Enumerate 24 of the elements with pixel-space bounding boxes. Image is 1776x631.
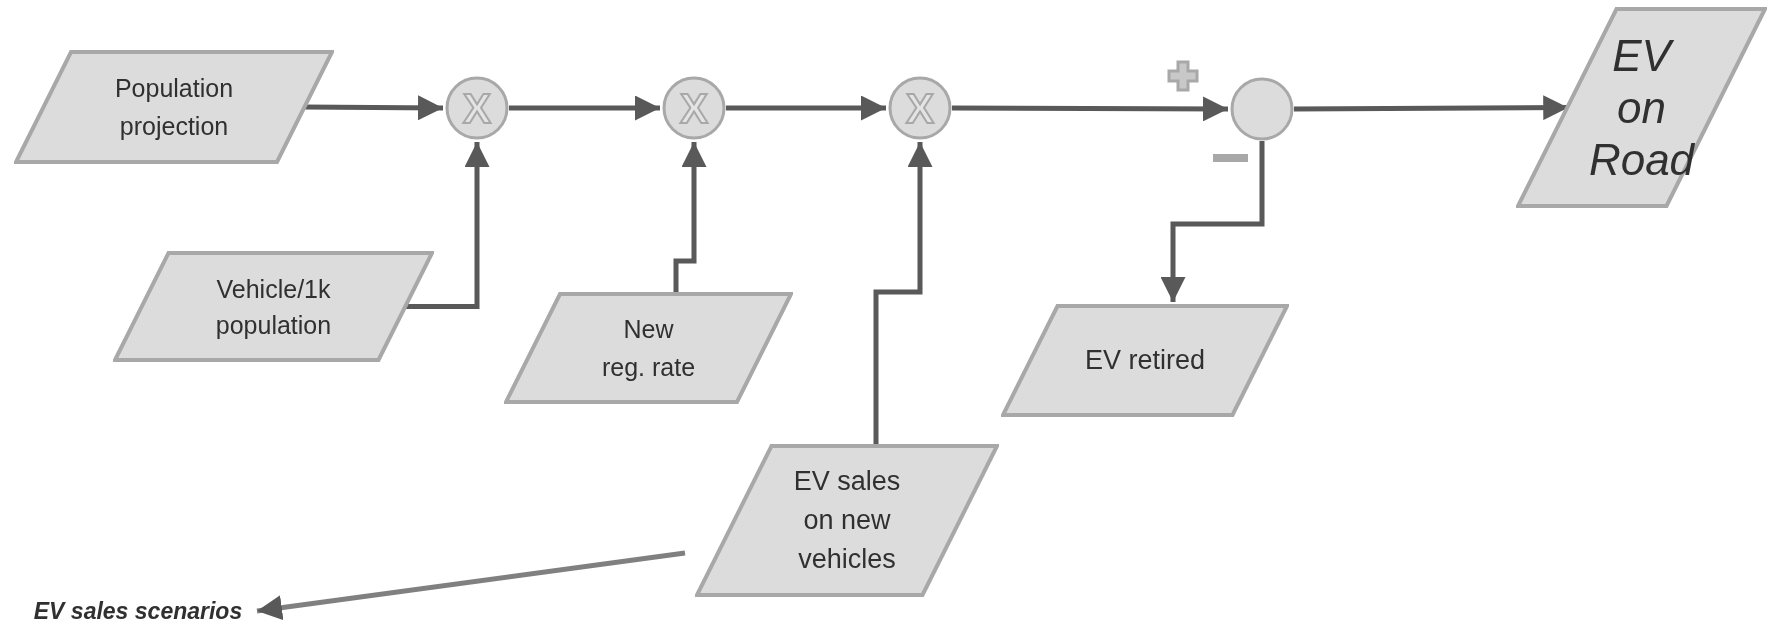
node-label: EV sales scenarios — [33, 596, 243, 626]
data-parallelogram — [14, 50, 334, 164]
operator-circle — [1230, 77, 1294, 141]
operator-circle — [662, 76, 726, 140]
node-label: New reg. rate — [600, 314, 697, 383]
operator-circle — [888, 76, 952, 140]
arrow — [873, 142, 933, 444]
operator-circle — [445, 76, 509, 140]
data-parallelogram — [113, 251, 434, 362]
arrow — [256, 550, 686, 621]
data-parallelogram — [695, 444, 999, 597]
data-parallelogram — [504, 292, 793, 404]
arrow — [509, 95, 660, 121]
node-label: EV sales on new vehicles — [792, 465, 902, 576]
arrow — [673, 142, 707, 292]
node-label: Population projection — [113, 73, 235, 142]
node-label: EV on Road — [1587, 29, 1696, 186]
data-parallelogram — [1001, 304, 1289, 417]
arrow — [1160, 141, 1265, 302]
arrow — [952, 96, 1228, 122]
node-label: EV retired — [1083, 344, 1207, 378]
data-parallelogram — [1516, 7, 1767, 208]
arrow — [726, 95, 886, 121]
node-label: Vehicle/1k population — [214, 273, 333, 341]
